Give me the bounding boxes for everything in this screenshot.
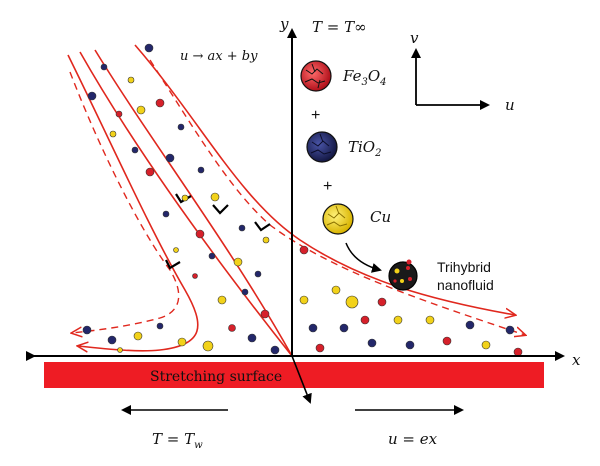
trihybrid-label-line1: Trihybrid [437, 259, 491, 275]
streamline-center-2 [94, 49, 293, 357]
chevron-icon [212, 204, 229, 215]
streamline-center-1 [79, 51, 293, 357]
u-axis-label: u [505, 96, 515, 114]
normal-arrow [291, 355, 312, 404]
wall-temperature-label: T = Tw [152, 430, 203, 451]
chevron-icon [254, 221, 271, 232]
fe3o4-label: Fe3O4 [342, 67, 387, 88]
particle-field [82, 43, 523, 357]
dashed-streamline-left [69, 71, 180, 333]
free-stream-temperature: T = T∞ [312, 18, 367, 36]
v-axis-label: v [410, 29, 419, 47]
trihybrid-particle-icon [388, 261, 418, 291]
cu-label: Cu [370, 208, 391, 226]
trihybrid-label-line2: nanofluid [437, 277, 494, 293]
x-axis-label: x [572, 351, 581, 369]
streamlines [67, 44, 515, 357]
flow-chevrons [165, 193, 271, 270]
plus-sign: + [311, 107, 320, 124]
streamline-outer-left [67, 54, 199, 351]
tio2-label: TiO2 [348, 138, 381, 159]
stretching-surface [44, 362, 544, 388]
far-field-velocity: u → ax + by [180, 49, 258, 64]
velocity-frame [411, 48, 490, 110]
chevron-icon [165, 259, 181, 270]
combine-arrow [345, 242, 382, 273]
dashed-streamlines [69, 59, 525, 335]
surface-velocity-label: u = ex [388, 430, 438, 448]
cu-particle-icon [322, 203, 354, 235]
plus-sign: + [323, 178, 332, 195]
stretching-surface-label: Stretching surface [150, 369, 282, 385]
fe3o4-particle-icon [300, 60, 332, 92]
particle-legend: Fe3O4 + TiO2 + Cu Trihybrid nanofluid [300, 60, 494, 293]
streamline-right-outer [134, 44, 515, 315]
tio2-particle-icon [306, 131, 338, 163]
axes [26, 28, 565, 404]
y-axis-label: y [279, 15, 289, 33]
